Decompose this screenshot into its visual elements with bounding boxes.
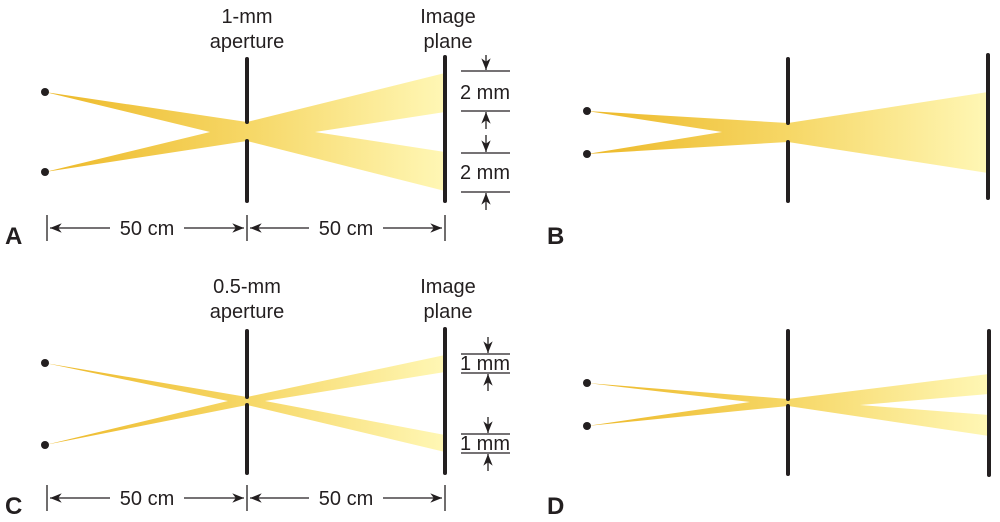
panel-c: 0.5-mm aperture Image plane 1 mm 1 mm 50… xyxy=(5,276,510,520)
light-beam-incoming xyxy=(45,397,247,445)
panel-letter: D xyxy=(547,493,564,520)
light-beam-incoming xyxy=(587,399,788,426)
spot-size-label: 1 mm xyxy=(460,433,510,455)
light-beam-outgoing xyxy=(247,73,445,141)
point-source xyxy=(583,379,591,387)
image-plane-label: plane xyxy=(424,31,473,53)
aperture-label: aperture xyxy=(210,31,285,53)
light-beam-outgoing xyxy=(788,374,989,406)
spot-size-label: 2 mm xyxy=(460,162,510,184)
light-beam-outgoing xyxy=(247,355,445,405)
light-beam-incoming xyxy=(587,383,788,406)
panel-d: D xyxy=(547,329,991,520)
image-plane-label: Image xyxy=(420,6,476,28)
light-beam-outgoing xyxy=(788,92,988,173)
light-beam-incoming xyxy=(45,92,247,141)
panel-letter: C xyxy=(5,493,22,520)
light-beam-outgoing xyxy=(247,122,445,191)
distance-label: 50 cm xyxy=(319,218,373,240)
point-source xyxy=(41,441,49,449)
aperture-label: aperture xyxy=(210,301,285,323)
dimension-marks xyxy=(461,337,510,471)
spot-size-label: 1 mm xyxy=(460,353,510,375)
distance-marks xyxy=(46,485,446,511)
point-source xyxy=(583,150,591,158)
point-source xyxy=(41,88,49,96)
spot-size-label: 2 mm xyxy=(460,82,510,104)
panel-a: 1-mm aperture Image plane 2 mm 2 mm 50 c… xyxy=(5,6,510,250)
image-plane-label: plane xyxy=(424,301,473,323)
point-source xyxy=(41,359,49,367)
point-source xyxy=(41,168,49,176)
point-source xyxy=(583,422,591,430)
panel-b: B xyxy=(547,53,990,250)
aperture-label: 1-mm xyxy=(221,6,272,28)
aperture-label: 0.5-mm xyxy=(213,276,281,298)
panel-letter: B xyxy=(547,223,564,250)
distance-label: 50 cm xyxy=(120,488,174,510)
distance-label: 50 cm xyxy=(120,218,174,240)
point-source xyxy=(583,107,591,115)
light-beam-outgoing xyxy=(788,399,989,436)
light-beam-outgoing xyxy=(247,397,445,452)
light-beam-incoming xyxy=(587,123,788,154)
image-plane-label: Image xyxy=(420,276,476,298)
distance-label: 50 cm xyxy=(319,488,373,510)
dimension-marks xyxy=(461,55,510,210)
light-beam-incoming xyxy=(45,122,247,172)
light-beam-incoming xyxy=(45,363,247,405)
distance-marks xyxy=(46,215,446,241)
panel-letter: A xyxy=(5,223,22,250)
